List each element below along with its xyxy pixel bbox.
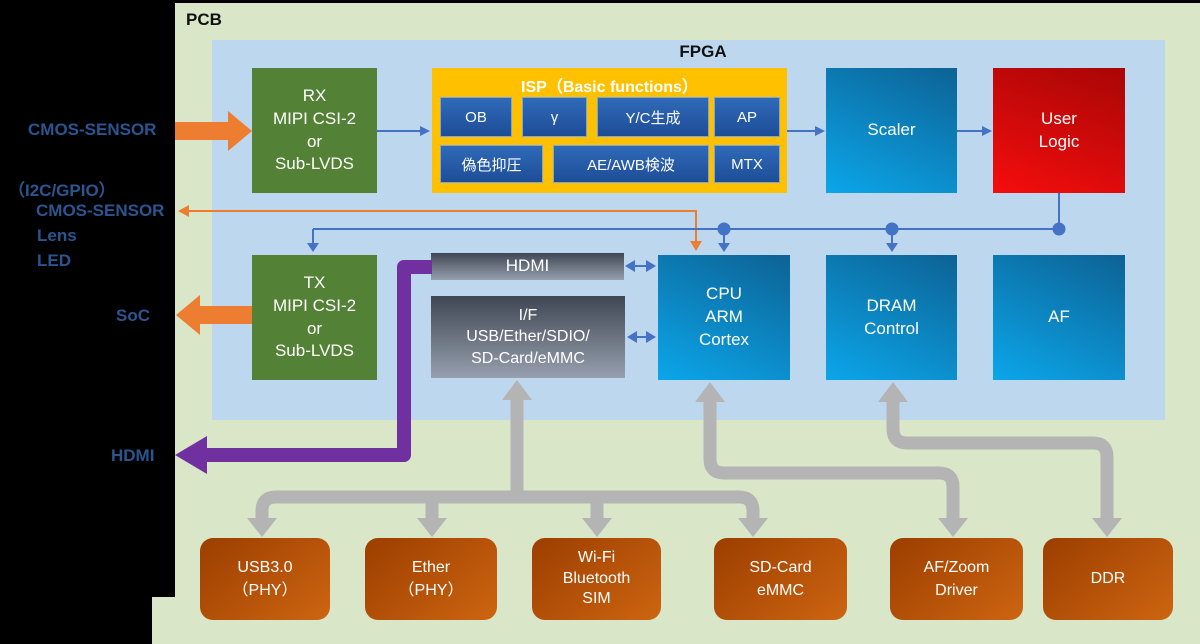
block-user-logic: User Logic [993, 68, 1125, 193]
left-black-panel [0, 0, 175, 597]
block-line: Scaler [867, 120, 916, 140]
block-line: AF [1048, 307, 1070, 327]
block-line: Sub-LVDS [274, 341, 355, 361]
label-soc: SoC [116, 306, 150, 325]
block-line: AF/Zoom [923, 558, 990, 576]
block-isp: ISP（Basic functions） OB γ Y/C生成 AP 偽色抑圧 … [432, 68, 787, 193]
block-line: Control [864, 318, 919, 338]
isp-sub-gamma: γ [522, 97, 587, 137]
block-line: Bluetooth [562, 569, 631, 587]
label-lens: Lens [37, 226, 77, 245]
block-line: or [306, 131, 323, 151]
isp-sub-ob: OB [440, 97, 512, 137]
block-line: Logic [1038, 131, 1080, 151]
isp-sub-mtx: MTX [714, 145, 780, 183]
block-line: USB3.0 [237, 558, 293, 576]
label-led: LED [37, 251, 71, 270]
block-line: Driver [935, 582, 978, 599]
block-line: Ether [411, 558, 451, 576]
block-line: （PHY） [232, 582, 298, 599]
block-scaler: Scaler [826, 68, 957, 193]
block-interface: I/F USB/Ether/SDIO/ SD-Card/eMMC [431, 296, 625, 378]
isp-sub-ap: AP [714, 97, 780, 137]
block-line: Sub-LVDS [274, 154, 355, 174]
block-line: Cortex [698, 329, 750, 349]
block-line: MIPI CSI-2 [272, 108, 357, 128]
block-wifi-bt-sim: Wi-Fi Bluetooth SIM [532, 538, 661, 620]
block-hdmi: HDMI [431, 253, 624, 280]
block-line: TX [303, 272, 326, 292]
block-line: ARM [705, 307, 743, 327]
block-line: DDR [1090, 570, 1126, 588]
isp-sub-false-color: 偽色抑圧 [440, 145, 543, 183]
isp-title: ISP（Basic functions） [521, 79, 698, 96]
block-usb3-phy: USB3.0 （PHY） [200, 538, 330, 620]
block-line: HDMI [505, 256, 550, 276]
block-line: MIPI CSI-2 [272, 295, 357, 315]
block-sdcard-emmc: SD-Card eMMC [714, 538, 847, 620]
block-af-zoom-driver: AF/Zoom Driver [890, 538, 1023, 620]
block-cpu: CPU ARM Cortex [658, 255, 790, 380]
block-line: SD-Card/eMMC [471, 349, 585, 367]
block-line: Wi-Fi [577, 548, 616, 566]
block-ether-phy: Ether （PHY） [365, 538, 497, 620]
pcb-label: PCB [186, 10, 222, 29]
isp-sub-ae-awb: AE/AWB検波 [553, 145, 709, 183]
label-cmos-sensor-ctl: CMOS-SENSOR [36, 201, 165, 220]
block-line: SIM [582, 590, 611, 608]
label-hdmi-out: HDMI [111, 446, 155, 465]
block-rx-mipi: RX MIPI CSI-2 or Sub-LVDS [252, 68, 377, 193]
isp-sub-yc-gen: Y/C生成 [597, 97, 709, 137]
block-af: AF [993, 255, 1125, 380]
block-line: RX [302, 85, 327, 105]
block-line: （PHY） [398, 582, 464, 599]
block-ddr: DDR [1043, 538, 1173, 620]
label-cmos-sensor-in: CMOS-SENSOR [28, 120, 157, 139]
fpga-label: FPGA [679, 42, 727, 61]
block-line: eMMC [756, 582, 805, 599]
block-line: or [306, 318, 323, 338]
block-line: User [1041, 108, 1077, 128]
block-tx-mipi: TX MIPI CSI-2 or Sub-LVDS [252, 255, 377, 380]
block-line: SD-Card [749, 558, 812, 576]
block-line: USB/Ether/SDIO/ [466, 328, 590, 346]
block-line: DRAM [866, 295, 917, 315]
block-line: CPU [706, 284, 742, 304]
label-i2c-gpio: （I2C/GPIO） [8, 181, 116, 200]
block-dram-control: DRAM Control [826, 255, 957, 380]
block-line: I/F [518, 306, 538, 324]
